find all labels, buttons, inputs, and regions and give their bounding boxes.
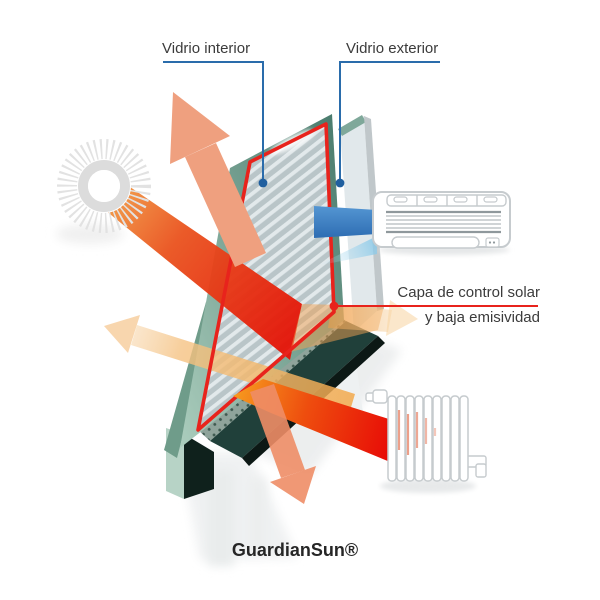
coating-callout — [329, 301, 538, 311]
air-conditioner-icon — [372, 191, 511, 255]
callout-dot — [335, 178, 345, 188]
coating-label-line1: Capa de control solar — [397, 284, 540, 301]
radiator-fin — [441, 395, 451, 482]
product-name: GuardianSun® — [231, 540, 359, 560]
radiator-fin — [423, 395, 433, 482]
outer-glass-pane — [334, 115, 384, 434]
cool-air-arrow — [314, 206, 377, 266]
radiator-icon — [365, 389, 487, 493]
reflected-solar-heat-arrow — [170, 92, 266, 267]
radiator-fin — [432, 395, 442, 482]
radiator-fin — [450, 395, 460, 482]
transmitted-light-arrow-right — [328, 300, 418, 336]
air-flow-cone — [316, 236, 377, 266]
outer-glass-label: Vidrio exterior — [346, 40, 439, 57]
inner-glass-label: Vidrio interior — [162, 40, 251, 57]
solar-coating-outline — [196, 122, 336, 432]
sun-icon — [57, 139, 151, 233]
coating-label-line2: y baja emisividad — [424, 309, 540, 326]
callout-dot — [329, 301, 339, 311]
reflected-indoor-heat-arrow — [250, 384, 316, 504]
outer-glass-callout — [335, 61, 440, 188]
radiator-fin — [387, 395, 397, 482]
callout-dot — [258, 178, 268, 188]
radiator-fin — [459, 395, 469, 482]
inner-glass-callout — [163, 61, 268, 188]
